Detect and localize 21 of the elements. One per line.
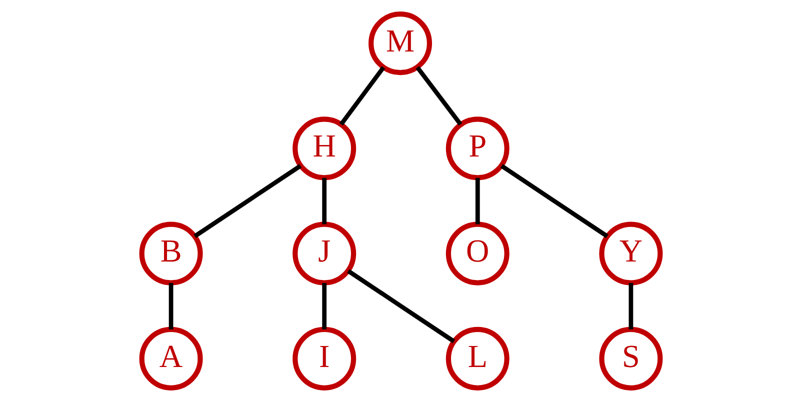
- node-circle: P: [446, 116, 510, 180]
- connector: [322, 282, 327, 330]
- connector: [194, 164, 302, 238]
- node-circle: H: [292, 116, 356, 180]
- node-circle: A: [139, 326, 203, 390]
- node-circle: I: [292, 326, 356, 390]
- node-circle: M: [368, 12, 432, 76]
- node-circle: Y: [599, 222, 663, 286]
- connector: [416, 66, 462, 126]
- connector: [628, 282, 634, 330]
- connector: [347, 269, 456, 344]
- node-circle: L: [446, 326, 510, 390]
- connector: [500, 164, 608, 238]
- connector: [168, 282, 174, 330]
- node-circle: B: [139, 222, 203, 286]
- connector: [322, 178, 327, 224]
- node-circle: S: [599, 326, 663, 390]
- connector: [475, 178, 480, 224]
- connector: [339, 66, 386, 126]
- node-circle: O: [446, 222, 510, 286]
- node-circle: J: [292, 222, 356, 286]
